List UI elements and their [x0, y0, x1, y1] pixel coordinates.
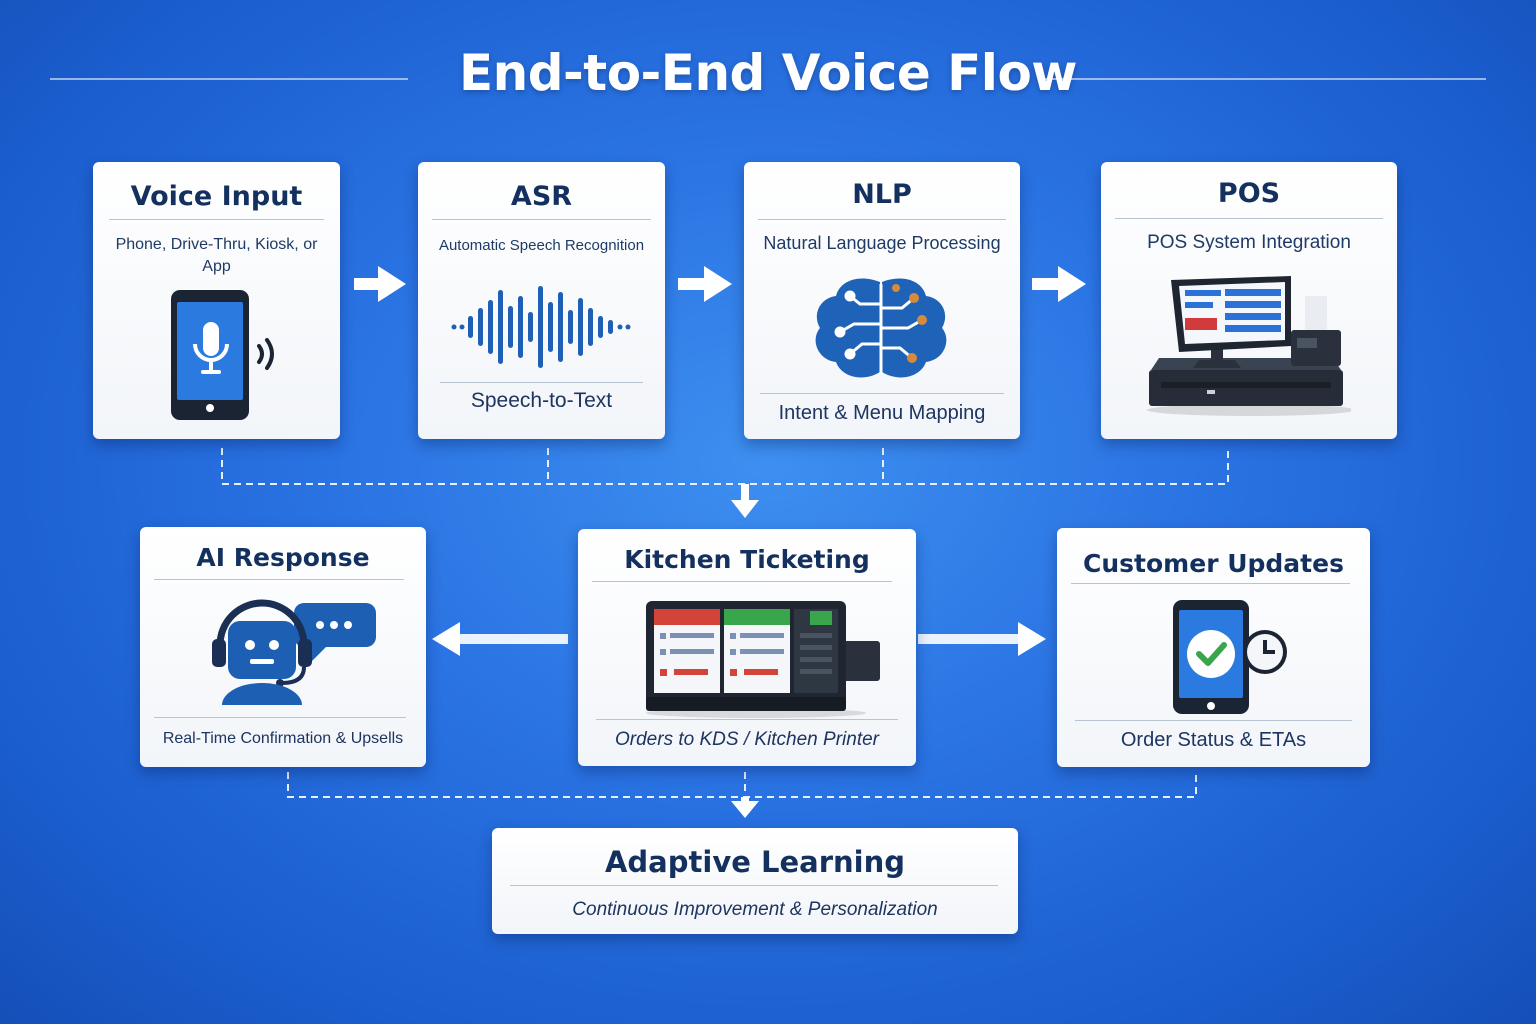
card-kitchen-ticketing: Kitchen Ticketing Orders to KDS / Kitche… [578, 529, 916, 766]
card-title: Voice Input [130, 181, 303, 212]
card-footer: Speech-to-Text [470, 389, 613, 412]
smartphone-microphone-icon [171, 290, 274, 420]
card-subtitle: Natural Language Processing [763, 233, 1001, 253]
divider [592, 581, 892, 582]
dashed-collector-top [221, 448, 1229, 485]
arrow-asr-to-nlp [678, 266, 732, 302]
card-adaptive-learning: Adaptive Learning Continuous Improvement… [492, 828, 1018, 934]
card-title: NLP [852, 179, 912, 210]
divider [109, 219, 324, 220]
divider [760, 393, 1004, 394]
divider [440, 382, 643, 383]
card-subtitle: Automatic Speech Recognition [438, 237, 645, 254]
arrow-down-to-adaptive [731, 797, 759, 818]
card-title: Customer Updates [1083, 549, 1344, 578]
arrow-kitchen-to-ai [432, 622, 568, 656]
phone-check-clock-icon [1173, 600, 1287, 714]
card-subtitle: Phone, Drive-Thru, Kiosk, or App [115, 236, 318, 275]
arrow-kitchen-to-customer [918, 622, 1046, 656]
card-footer: Orders to KDS / Kitchen Printer [615, 729, 879, 750]
card-subtitle: POS System Integration [1147, 232, 1351, 253]
brain-circuit-icon [815, 278, 947, 378]
pos-terminal-icon [1147, 276, 1351, 416]
kitchen-display-icon [646, 601, 880, 718]
card-pos: POS POS System Integration [1101, 162, 1397, 439]
dashed-collector-bottom [287, 772, 1197, 798]
card-subtitle: Continuous Improvement & Personalization [572, 899, 938, 920]
divider [154, 579, 404, 580]
card-footer: Order Status & ETAs [1120, 729, 1307, 751]
card-footer: Real-Time Confirmation & Upsells [162, 730, 404, 747]
card-title: Kitchen Ticketing [624, 545, 870, 574]
card-title: POS [1217, 178, 1281, 209]
sound-wave-icon [451, 286, 631, 368]
title-rule-left [50, 78, 408, 80]
divider [510, 885, 998, 886]
divider [758, 219, 1006, 220]
page-title: End-to-End Voice Flow [459, 44, 1078, 102]
arrow-voice-to-asr [354, 266, 406, 302]
card-title: Adaptive Learning [604, 845, 905, 879]
divider [1071, 583, 1350, 584]
card-nlp: NLP Natural Language Processing Intent &… [744, 162, 1020, 439]
divider [432, 219, 651, 220]
card-customer-updates: Customer Updates Order Status & ETAs [1057, 528, 1370, 767]
headset-bot-chat-icon [212, 599, 376, 705]
card-voice-input: Voice Input Phone, Drive-Thru, Kiosk, or… [93, 162, 340, 439]
card-title: ASR [510, 181, 573, 212]
divider [1115, 218, 1383, 219]
divider [1075, 720, 1352, 721]
divider [596, 719, 898, 720]
card-asr: ASR Automatic Speech Recognition Speech-… [418, 162, 665, 439]
title-rule-right [1045, 78, 1486, 80]
divider [154, 717, 406, 718]
arrow-nlp-to-pos [1032, 266, 1086, 302]
card-footer: Intent & Menu Mapping [778, 402, 986, 424]
card-title: AI Response [196, 543, 370, 572]
card-ai-response: AI Response Real-Time Confirmation & Ups… [140, 527, 426, 767]
arrow-down-to-kitchen [731, 484, 759, 518]
